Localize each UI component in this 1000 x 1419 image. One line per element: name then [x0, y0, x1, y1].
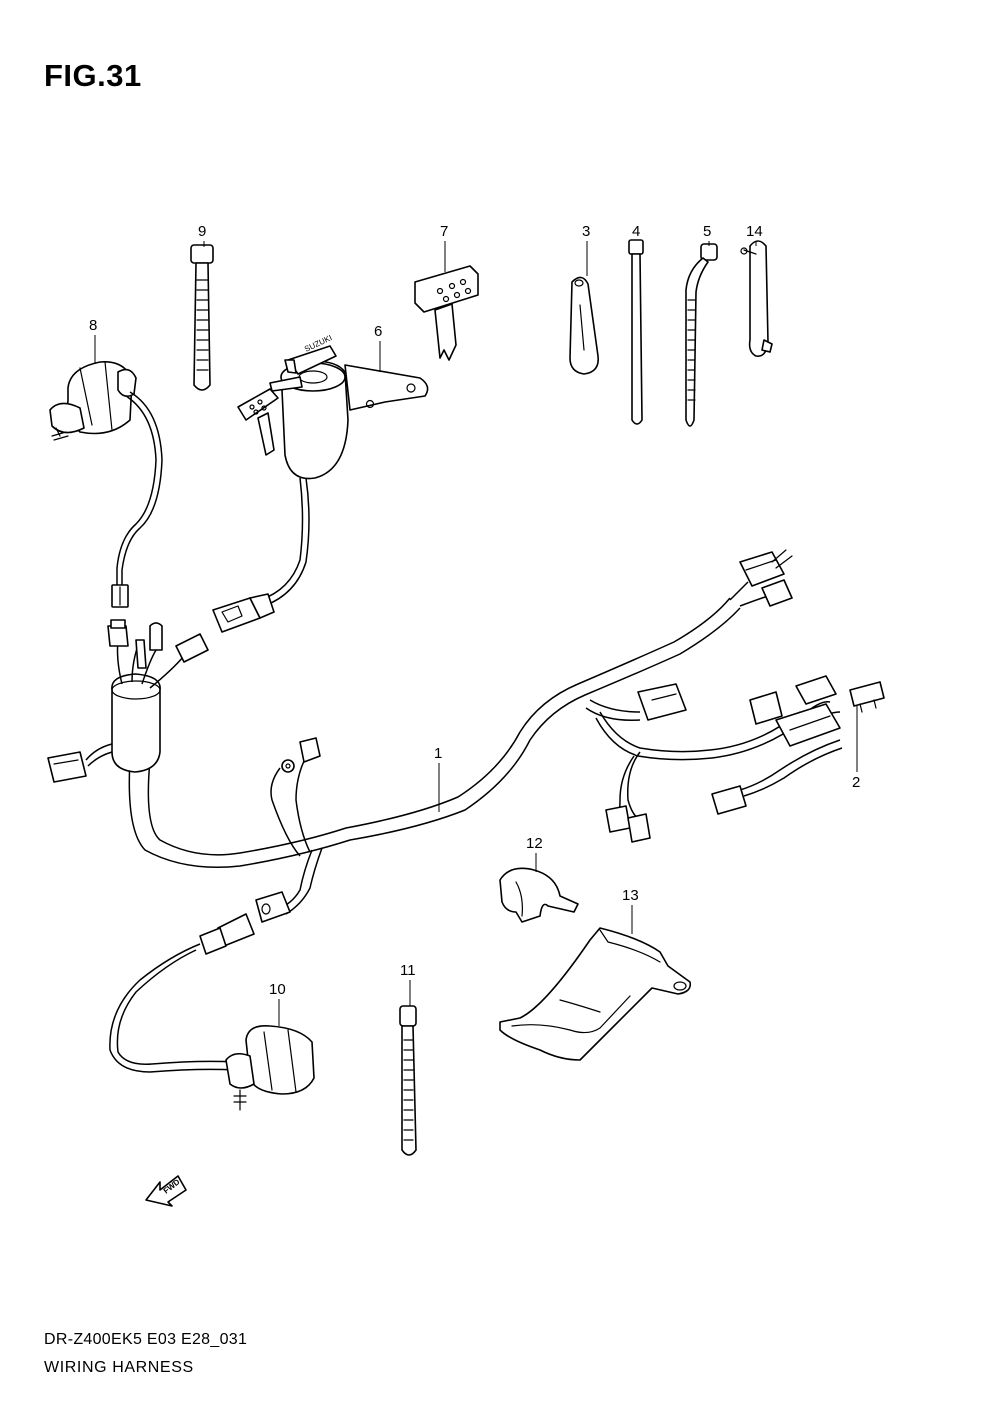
part-10-sensor: [109, 943, 315, 1111]
part-8-sensor: [49, 361, 163, 608]
callout-9: 9: [198, 223, 206, 247]
callout-6: 6: [374, 323, 382, 372]
callout-6-label: 6: [374, 323, 382, 340]
callout-13: 13: [622, 887, 639, 934]
callout-4: 4: [632, 223, 640, 240]
callout-5-label: 5: [703, 223, 711, 240]
callout-12: 12: [526, 835, 543, 872]
callout-10: 10: [269, 981, 286, 1026]
callout-10-label: 10: [269, 981, 286, 998]
callout-7: 7: [440, 223, 448, 272]
callout-11-label: 11: [400, 962, 416, 979]
callout-8: 8: [89, 317, 97, 364]
diagram-caption: WIRING HARNESS: [44, 1359, 194, 1376]
callout-5: 5: [703, 223, 711, 246]
callout-14-label: 14: [746, 223, 763, 240]
callout-11: 11: [400, 962, 416, 1006]
part-9-cable-tie: [190, 244, 214, 391]
callout-4-label: 4: [632, 223, 640, 240]
model-code: DR-Z400EK5 E03 E28_031: [44, 1331, 248, 1348]
part-14-clip: [740, 240, 773, 358]
part-13-bracket: [499, 927, 692, 1061]
part-2-fuse: [849, 681, 885, 713]
callout-2-label: 2: [852, 774, 860, 791]
callout-9-label: 9: [198, 223, 206, 240]
callout-7-label: 7: [440, 223, 448, 240]
part-1-main-harness: [47, 549, 843, 955]
figure-title: FIG.31: [44, 58, 142, 93]
part-5-cable-tie: [685, 243, 718, 427]
part-7-key: [414, 265, 479, 361]
part-4-cable-tie: [628, 239, 644, 425]
callout-3-label: 3: [582, 223, 590, 240]
fwd-arrow-icon: FWD: [145, 1175, 187, 1207]
part-12-clamp: [499, 867, 579, 923]
callout-12-label: 12: [526, 835, 543, 852]
callout-1: 1: [434, 745, 442, 812]
part-6-ignition-switch: SUZUKI: [212, 333, 429, 633]
part-3-clamp: [569, 276, 600, 375]
callout-3: 3: [582, 223, 590, 276]
part-11-cable-tie: [399, 1005, 417, 1156]
callout-1-label: 1: [434, 745, 442, 762]
callout-13-label: 13: [622, 887, 639, 904]
callout-14: 14: [746, 223, 763, 246]
callout-8-label: 8: [89, 317, 97, 334]
callout-2: 2: [852, 706, 860, 791]
